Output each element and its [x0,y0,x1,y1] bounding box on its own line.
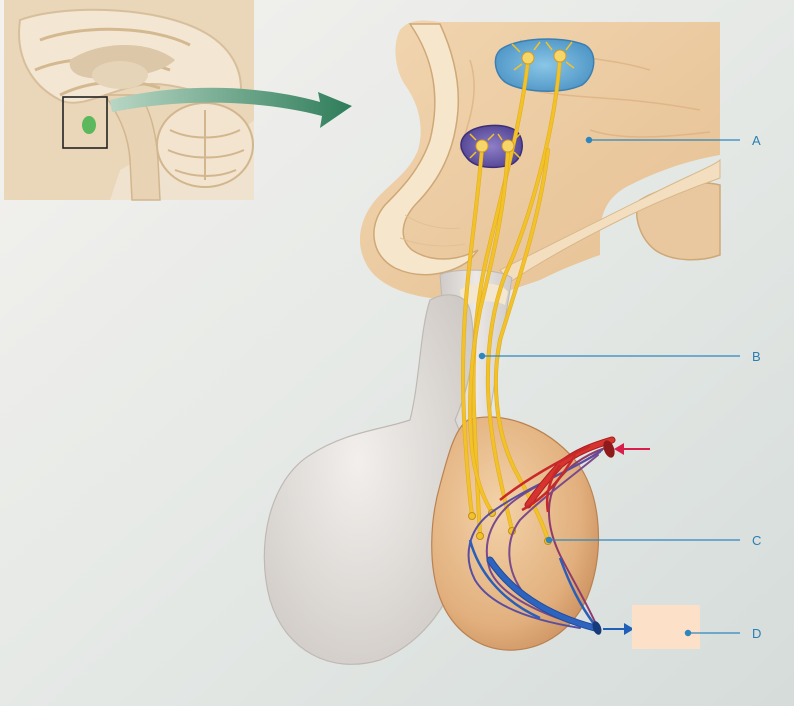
leader-dot-d [685,630,690,635]
leader-dot-c [546,537,551,542]
supraoptic-nucleus [495,39,593,91]
label-b: B [752,349,761,364]
leader-dot-b [479,353,484,358]
answer-box-d[interactable] [632,605,700,649]
cerebellum [157,103,253,187]
leader-dot-a [586,137,591,142]
label-d: D [752,626,761,641]
label-a: A [752,133,761,148]
label-c: C [752,533,761,548]
